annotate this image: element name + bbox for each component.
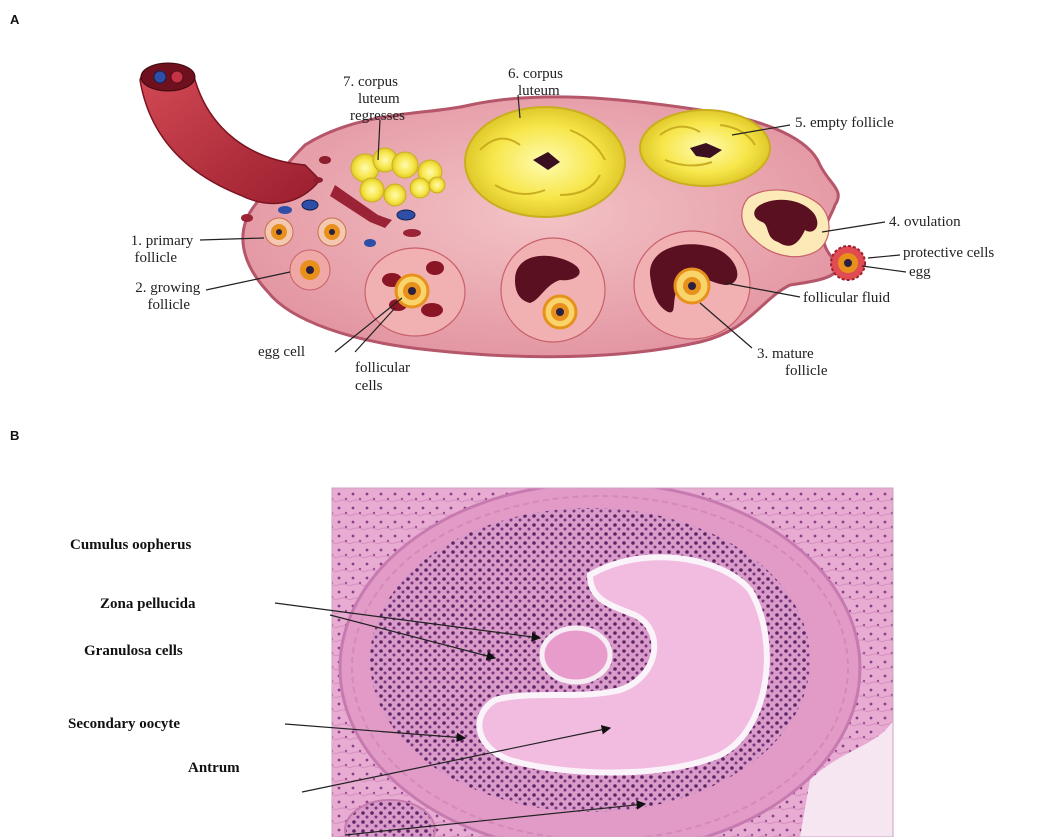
ovary-diagram: [140, 63, 865, 357]
label-primary-follicle: 1. primary follicle: [131, 233, 197, 266]
label-follicular-cells: follicular cells: [355, 360, 414, 394]
label-egg-cell: egg cell: [258, 344, 305, 360]
oocyte: [542, 628, 610, 682]
panel-b-letter: B: [10, 428, 19, 443]
panel-a-letter: A: [10, 12, 20, 27]
histology-micrograph: [332, 483, 893, 837]
blood-vessel: [140, 63, 320, 203]
label-protective-cells: protective cells: [903, 245, 994, 261]
label-empty-follicle: 5. empty follicle: [795, 115, 894, 131]
growing-follicle: [290, 250, 330, 290]
label-growing-follicle: 2. growing follicle: [135, 280, 204, 313]
label-ovulation: 4. ovulation: [889, 214, 961, 230]
released-egg: [831, 246, 865, 280]
label-secondary-oocyte: Secondary oocyte: [68, 716, 180, 732]
antral-follicle: [501, 238, 605, 342]
label-zona-pellucida: Zona pellucida: [100, 596, 196, 612]
label-follicular-fluid: follicular fluid: [803, 290, 891, 306]
label-mature-follicle: 3. mature follicle: [757, 346, 828, 379]
panel-b-labels: Cumulus oopherus Zona pellucida Granulos…: [68, 537, 240, 776]
label-corpus-luteum: 6. corpus luteum: [508, 66, 567, 99]
label-antrum: Antrum: [188, 760, 240, 776]
label-cumulus-oopherus: Cumulus oopherus: [70, 537, 191, 553]
secondary-follicle: [365, 248, 465, 336]
label-egg: egg: [909, 264, 931, 280]
corpus-luteum: [465, 107, 625, 217]
label-granulosa-cells: Granulosa cells: [84, 643, 183, 659]
empty-follicle: [640, 110, 770, 186]
label-corpus-luteum-regresses: 7. corpus luteum regresses: [343, 74, 405, 124]
